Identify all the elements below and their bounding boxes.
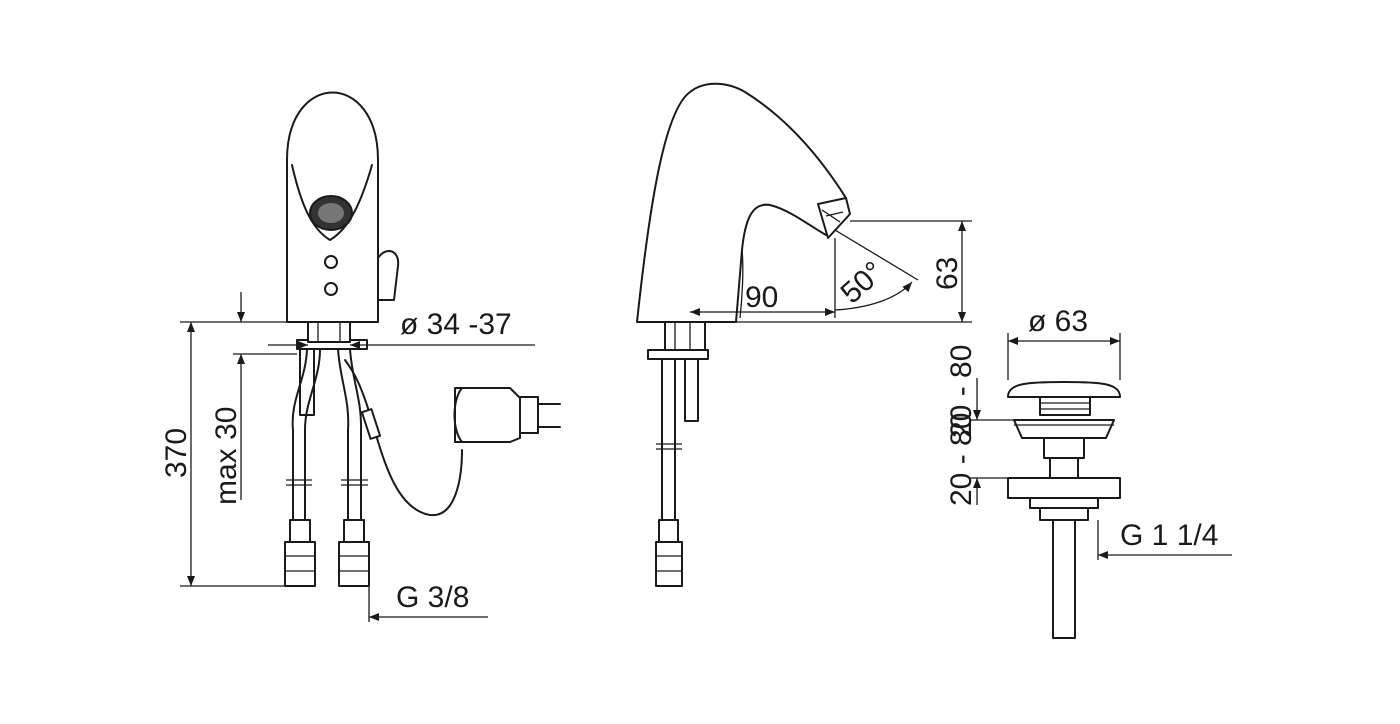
total-height-label: 370: [160, 428, 193, 478]
waste-dimensions: [970, 333, 1232, 560]
waste-range-lower-label: 20 - 80: [945, 413, 978, 506]
hose-thread-label: G 3/8: [396, 581, 469, 614]
side-dimensions: [690, 220, 972, 323]
spray-angle-label: 50°: [835, 255, 891, 310]
waste-thread-label: G 1 1/4: [1120, 519, 1218, 552]
side-view: [636, 82, 851, 587]
deck-thickness-label: max 30: [210, 407, 243, 505]
front-view: [284, 91, 561, 587]
waste-diameter-label: ø 63: [1028, 305, 1088, 338]
connector-diameter-label: ø 34 -37: [400, 308, 512, 341]
waste-view: [1007, 381, 1121, 639]
waste-range-upper-label: 20 - 80: [945, 345, 978, 438]
spout-reach-label: 90: [745, 281, 778, 314]
front-dimensions: [180, 292, 535, 622]
spout-height-label: 63: [931, 257, 964, 290]
